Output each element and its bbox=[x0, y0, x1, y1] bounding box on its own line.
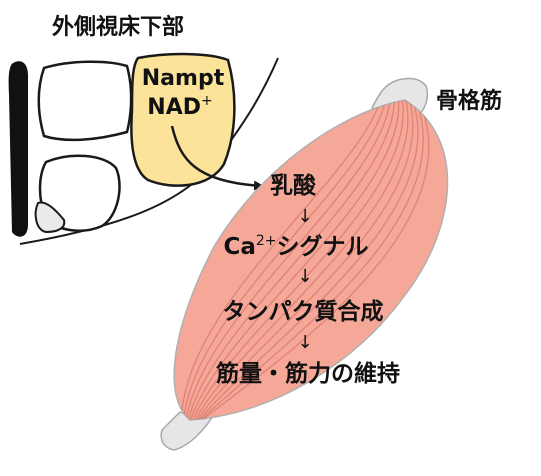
pathway: 乳酸 ↓ Ca2+シグナル ↓ タンパク質合成 ↓ 筋量・筋力の維持 bbox=[216, 172, 400, 387]
nad-superscript: + bbox=[201, 93, 213, 109]
nad-base: NAD bbox=[147, 95, 201, 120]
signal-arrow bbox=[170, 125, 264, 191]
muscle-fiber-line bbox=[195, 101, 414, 420]
muscle-label: 骨格筋 bbox=[436, 88, 502, 114]
pathway-step-lactate: 乳酸 bbox=[270, 172, 317, 199]
muscle-fiber-line bbox=[193, 100, 409, 420]
molecule-label-nad: NAD+ bbox=[147, 93, 212, 120]
molecule-label-nampt: Nampt bbox=[142, 66, 225, 91]
muscle-fiber-line bbox=[184, 100, 392, 420]
ventricle-shape bbox=[8, 61, 28, 237]
pathway-arrow-3: ↓ bbox=[297, 332, 312, 353]
muscle-fiber-line bbox=[186, 100, 396, 420]
pathway-step-protein: タンパク質合成 bbox=[223, 298, 384, 325]
region-label: 外側視床下部 bbox=[52, 14, 184, 40]
muscle-fiber-line bbox=[189, 100, 400, 420]
brain-region-upper-left bbox=[37, 60, 133, 142]
calcium-base: Ca bbox=[223, 234, 255, 260]
muscle-fiber-line bbox=[202, 105, 430, 420]
muscle-fiber-line bbox=[180, 100, 384, 420]
brain-region-small bbox=[34, 201, 66, 234]
muscle-fiber-line bbox=[198, 102, 419, 420]
muscle-fiber-line bbox=[182, 100, 388, 420]
pathway-arrow-1: ↓ bbox=[297, 206, 312, 227]
calcium-superscript: 2+ bbox=[256, 233, 277, 249]
muscle-fibers bbox=[180, 100, 430, 420]
pathway-step-maintenance: 筋量・筋力の維持 bbox=[216, 360, 400, 387]
muscle-fiber-line bbox=[191, 100, 404, 420]
muscle-section: 骨格筋 bbox=[160, 77, 502, 451]
muscle-fiber-line bbox=[200, 104, 424, 420]
brain-section: 外側視床下部 Nampt NAD+ bbox=[8, 14, 279, 245]
lateral-hypothalamus-region bbox=[130, 52, 236, 187]
pathway-arrow-2: ↓ bbox=[297, 266, 312, 287]
pathway-step-calcium: Ca2+シグナル bbox=[223, 233, 368, 260]
calcium-rest: シグナル bbox=[277, 233, 369, 260]
